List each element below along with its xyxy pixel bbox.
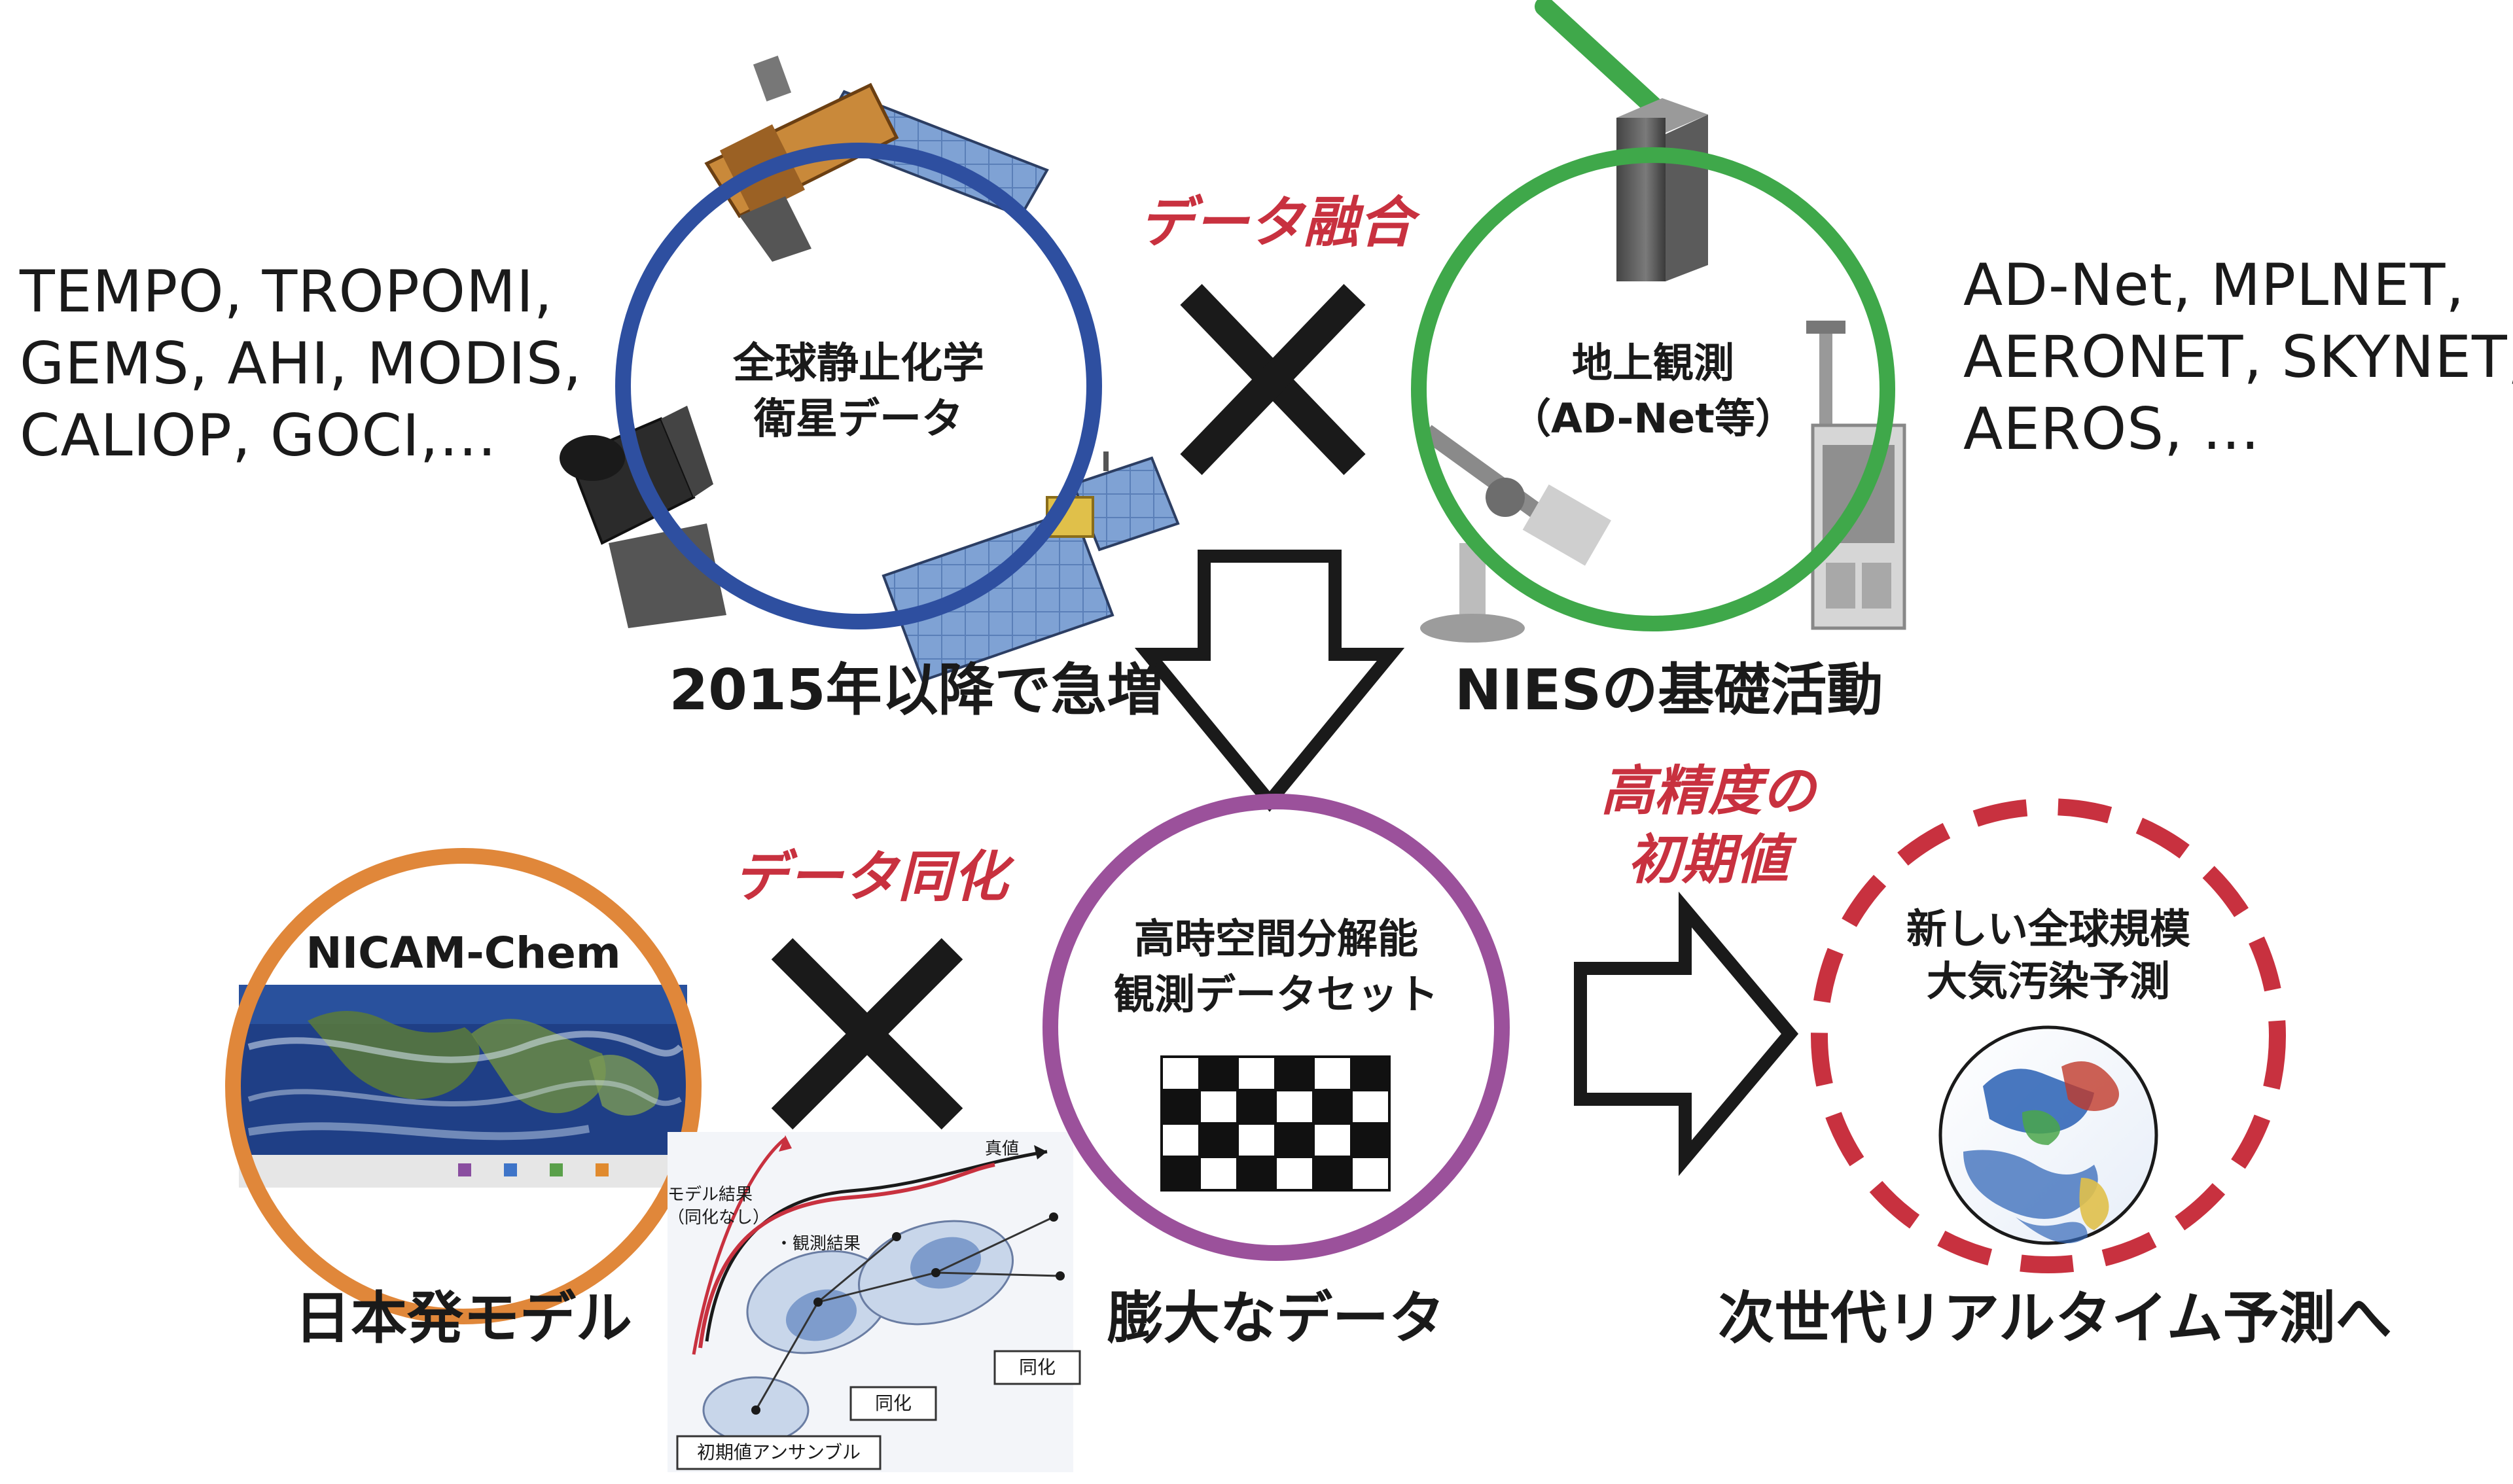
satellite-caption: 2015年以降で急増 — [669, 658, 1164, 723]
forecast-circle — [1811, 798, 2286, 1273]
assimilation-label: データ同化 — [732, 845, 1008, 909]
ground-list-line-3: AEROS, … — [1963, 395, 2261, 463]
satellite-circle-line-1: 全球静止化学 — [733, 340, 984, 388]
checker-cell — [1160, 1122, 1201, 1158]
checker-cell — [1274, 1055, 1315, 1091]
forecast-globe-icon — [1938, 1025, 2158, 1245]
initial-value-line-1: 高精度の — [1601, 760, 1815, 822]
nicam-global-map — [239, 985, 687, 1188]
checker-cell — [1236, 1156, 1277, 1192]
lidar-beam-icon — [1535, 0, 1672, 124]
down-arrow-icon — [1134, 550, 1405, 812]
model-result-sub-label: （同化なし） — [668, 1208, 770, 1228]
checker-cell — [1274, 1122, 1315, 1158]
dataset-circle — [1043, 794, 1510, 1261]
checker-cell — [1350, 1089, 1391, 1125]
checker-cell — [1274, 1156, 1315, 1192]
checker-cell — [1236, 1122, 1277, 1158]
satellite-circle-line-2: 衛星データ — [754, 395, 963, 444]
ground-list-line-2: AERONET, SKYNET, — [1963, 323, 2513, 391]
dataset-circle-line-2: 観測データセット — [1113, 970, 1439, 1018]
checker-cell — [1312, 1156, 1353, 1192]
fusion-label: データ融合 — [1138, 190, 1414, 255]
checker-cell — [1198, 1156, 1239, 1192]
checker-cell — [1236, 1055, 1277, 1091]
checker-cell — [1160, 1055, 1201, 1091]
checker-cell — [1160, 1089, 1201, 1125]
dataset-circle-line-1: 高時空間分解能 — [1133, 915, 1419, 963]
satellite-list-line-3: CALIOP, GOCI,… — [20, 402, 497, 469]
checker-cell — [1312, 1089, 1353, 1125]
satellite-data-circle — [615, 143, 1102, 629]
ground-circle-line-1: 地上観測 — [1571, 339, 1735, 387]
checker-cell — [1198, 1089, 1239, 1125]
checker-cell — [1312, 1055, 1353, 1091]
assimilation-cross-icon — [771, 938, 963, 1130]
dataset-caption: 膨大なデータ — [1107, 1286, 1445, 1351]
satellite-right-icon — [882, 451, 1180, 682]
initial-ensemble-label: 初期値アンサンブル — [696, 1441, 861, 1463]
assimilation-box-b: 同化 — [1018, 1356, 1056, 1378]
model-result-label: モデル結果 — [668, 1185, 753, 1205]
fusion-cross-icon — [1180, 284, 1366, 475]
satellite-left-icon — [560, 406, 726, 628]
checkerboard-icon — [1160, 1055, 1391, 1192]
assimilation-box-a: 同化 — [874, 1392, 912, 1414]
model-circle — [225, 848, 702, 1324]
checker-cell — [1350, 1122, 1391, 1158]
ground-circle-line-2: （AD-Net等） — [1510, 395, 1796, 442]
assimilation-concept-figure — [668, 1132, 1081, 1472]
checker-cell — [1198, 1122, 1239, 1158]
ground-list-line-1: AD-Net, MPLNET, — [1963, 251, 2465, 319]
initial-value-line-2: 初期値 — [1628, 829, 1789, 891]
checker-cell — [1350, 1055, 1391, 1091]
satellite-list-line-1: TEMPO, TROPOMI, — [20, 258, 553, 325]
satellite-list-line-2: GEMS, AHI, MODIS, — [20, 330, 582, 397]
lidar-tower-icon — [1616, 98, 1708, 281]
model-title: NICAM-Chem — [306, 928, 621, 978]
ground-observation-circle — [1411, 147, 1895, 631]
right-arrow-icon — [1574, 891, 1799, 1176]
forecast-caption: 次世代リアルタイム予測へ — [1718, 1286, 2392, 1351]
observation-label: ・観測結果 — [775, 1234, 861, 1254]
truth-label: 真値 — [985, 1139, 1020, 1159]
ground-caption: NIESの基礎活動 — [1454, 658, 1883, 723]
forecast-circle-line-1: 新しい全球規模 — [1906, 905, 2191, 953]
checker-cell — [1274, 1089, 1315, 1125]
checker-cell — [1350, 1156, 1391, 1192]
checker-cell — [1312, 1122, 1353, 1158]
checker-cell — [1160, 1156, 1201, 1192]
checker-cell — [1236, 1089, 1277, 1125]
model-caption: 日本発モデル — [294, 1286, 632, 1351]
forecast-circle-line-2: 大気汚染予測 — [1926, 957, 2171, 1005]
checker-cell — [1198, 1055, 1239, 1091]
sky-radiometer-icon — [1420, 425, 1611, 643]
